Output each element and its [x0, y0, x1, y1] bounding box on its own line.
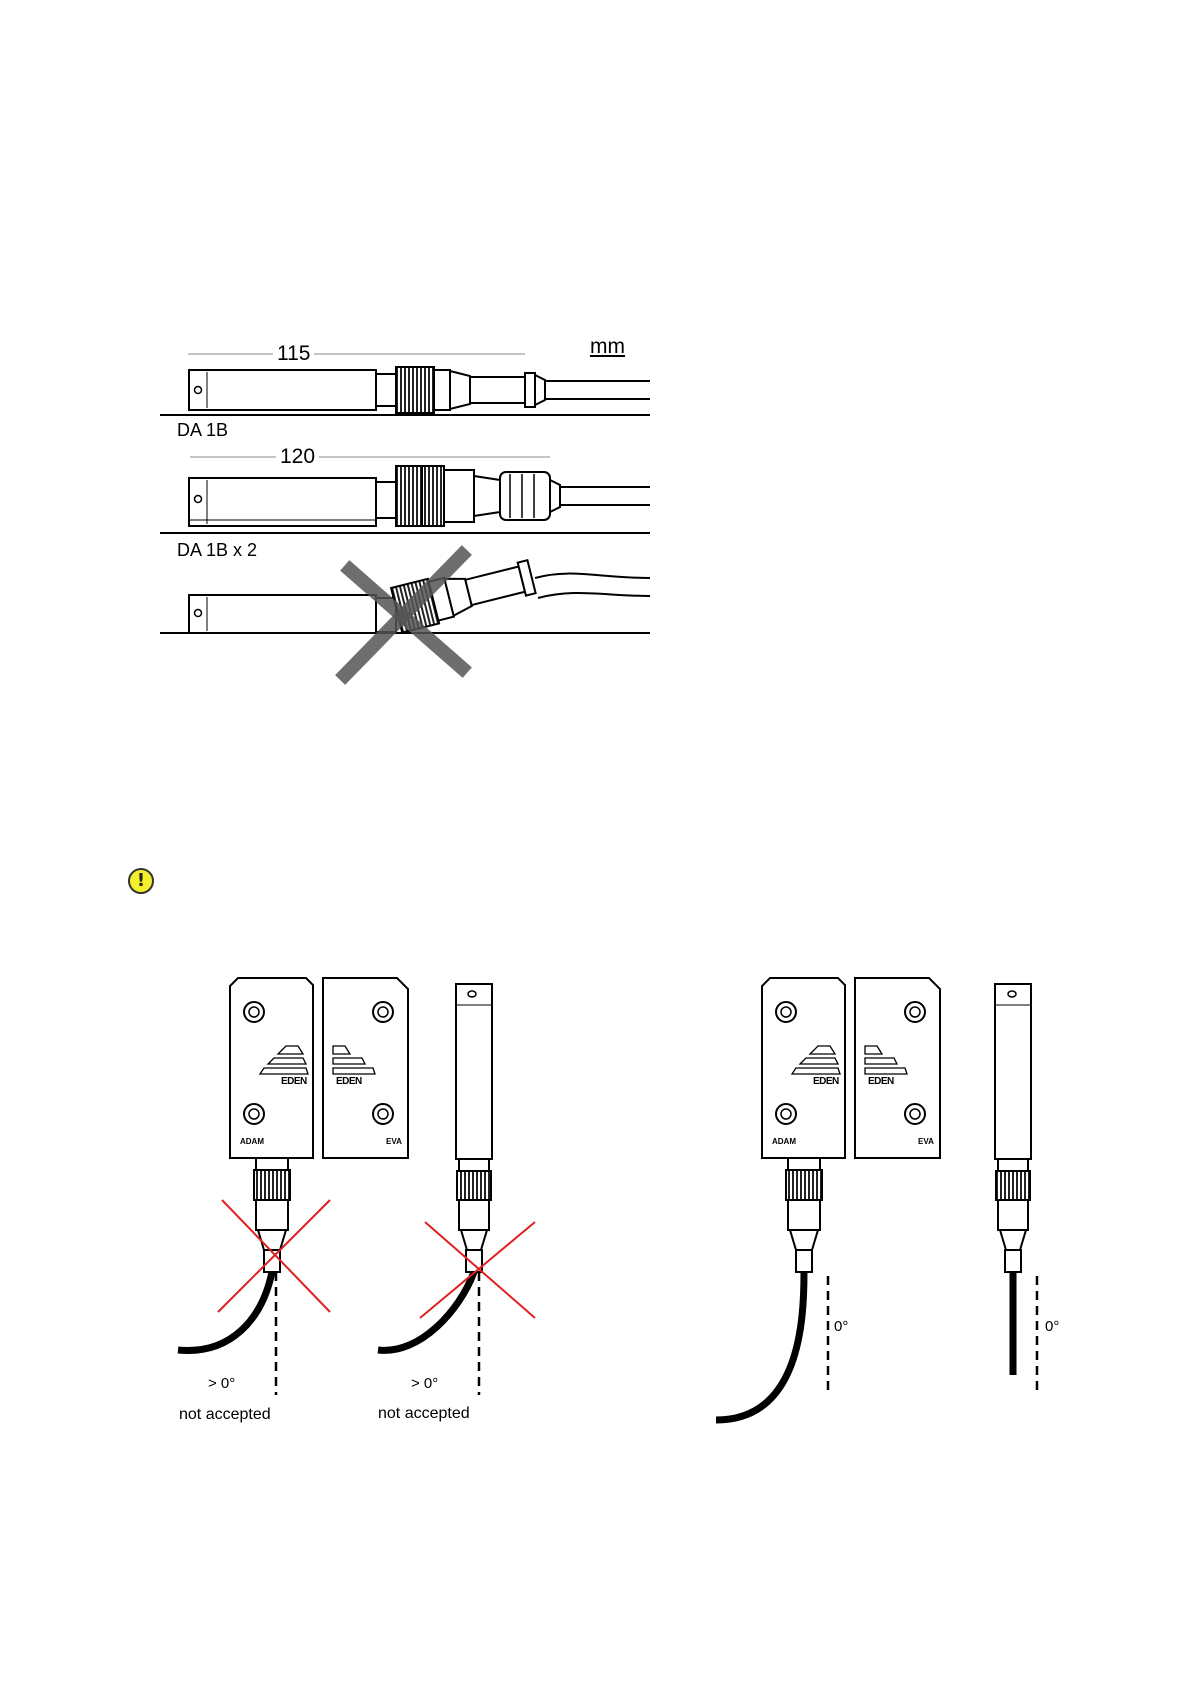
knurled-nut — [254, 1170, 290, 1200]
sensor-name-eva: EVA — [386, 1138, 402, 1146]
knurled-nut — [396, 367, 434, 413]
sensor-logo-adam: EDEN — [813, 1077, 839, 1087]
sensor-logo-eva: EDEN — [868, 1077, 894, 1087]
knurled-nut — [396, 466, 422, 526]
sensor-name-adam: ADAM — [240, 1138, 264, 1146]
angle-label-correct: 0° — [1045, 1319, 1059, 1334]
row-wrong-mounting — [160, 554, 650, 675]
row-da1b-x2 — [160, 457, 650, 533]
dimension-label-115: 115 — [273, 343, 314, 364]
unit-label: mm — [590, 336, 625, 357]
sensor-logo-eva: EDEN — [336, 1077, 362, 1087]
knurled-nut — [457, 1171, 491, 1200]
sensor-body — [189, 478, 376, 526]
caption-not-accepted: not accepted — [378, 1406, 470, 1422]
row-da1b — [160, 354, 650, 415]
angle-label-wrong: > 0° — [208, 1376, 235, 1391]
knurled-nut — [422, 466, 444, 526]
sensor-name-adam: ADAM — [772, 1138, 796, 1146]
dimension-label-120: 120 — [276, 446, 319, 467]
knurled-nut — [996, 1171, 1030, 1200]
caption-not-accepted: not accepted — [179, 1407, 271, 1423]
sensor-pair-correct — [716, 978, 940, 1420]
model-label-da1b: DA 1B — [177, 421, 228, 439]
angle-label-correct: 0° — [834, 1319, 848, 1334]
exclamation-icon: ! — [128, 868, 154, 894]
model-label-da1b-x2: DA 1B x 2 — [177, 541, 257, 559]
sensor-logo-adam: EDEN — [281, 1077, 307, 1087]
slim-sensor-correct — [995, 984, 1037, 1395]
angle-label-wrong: > 0° — [411, 1376, 438, 1391]
sensor-name-eva: EVA — [918, 1138, 934, 1146]
sensor-pair-wrong — [178, 978, 408, 1395]
sensor-body — [189, 595, 376, 633]
sensor-body — [189, 370, 376, 410]
knurled-nut — [786, 1170, 822, 1200]
